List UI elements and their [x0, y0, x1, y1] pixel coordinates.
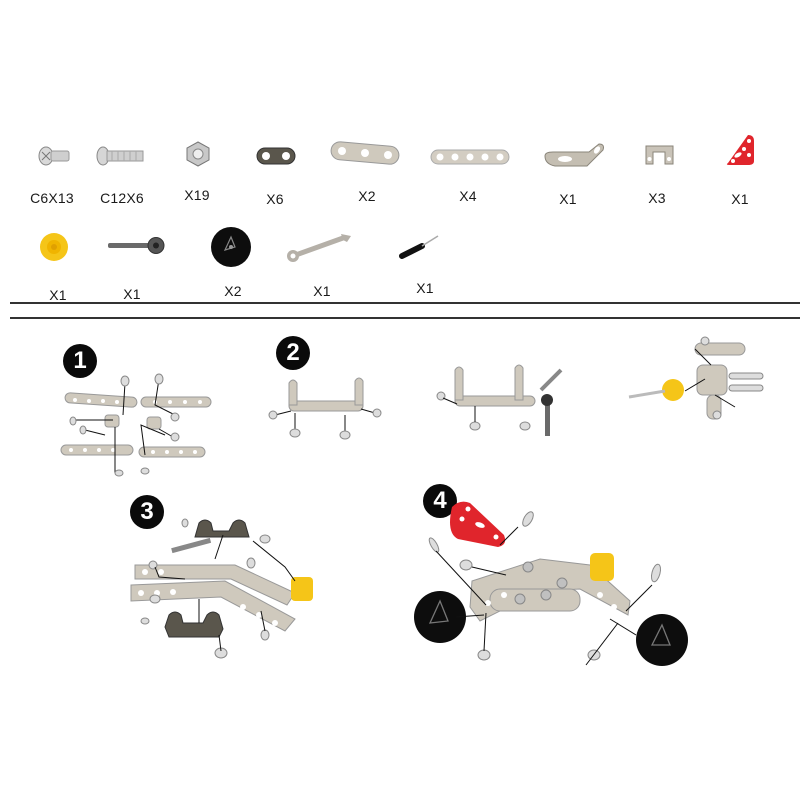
step-1-diagram — [60, 373, 212, 477]
step-1-badge: 1 — [63, 344, 97, 378]
step-3-diagram — [130, 518, 313, 659]
yellow-pulley-icon — [40, 233, 68, 261]
qty-label-angle-bracket: X1 — [559, 191, 577, 207]
divider-lower — [10, 317, 800, 319]
short-screw-icon — [38, 146, 70, 166]
qty-label-yellow-pulley: X1 — [49, 287, 67, 303]
qty-label-two-hole-strip: X6 — [266, 191, 284, 207]
qty-label-u-bracket: X3 — [648, 190, 666, 206]
qty-label-short-screw: C6X13 — [30, 190, 74, 206]
long-screw-icon — [96, 146, 144, 166]
qty-label-red-triangle-plate: X1 — [731, 191, 749, 207]
black-wheel-icon — [211, 227, 251, 267]
screwdriver-icon — [399, 235, 439, 259]
divider-upper — [10, 302, 800, 304]
qty-label-screwdriver: X1 — [416, 280, 434, 296]
qty-label-axle-rod: X1 — [123, 286, 141, 302]
qty-label-wrench: X1 — [313, 283, 331, 299]
qty-label-black-wheel: X2 — [224, 283, 242, 299]
qty-label-hex-nut: X19 — [184, 187, 210, 203]
three-hole-strip-icon — [330, 141, 400, 165]
step-2-diagram-a — [268, 377, 382, 440]
qty-label-five-hole-strip: X4 — [459, 188, 477, 204]
two-hole-strip-icon — [256, 147, 296, 165]
step-2-diagram-c — [628, 336, 764, 420]
five-hole-strip-icon — [430, 149, 510, 165]
step-4-diagram — [414, 501, 688, 666]
axle-rod-icon — [108, 237, 165, 254]
step-3-badge: 3 — [130, 495, 164, 529]
hex-nut-icon — [186, 141, 210, 167]
wrench-icon — [287, 234, 351, 262]
angle-bracket-icon — [544, 143, 604, 167]
qty-label-long-screw: C12X6 — [100, 190, 144, 206]
step-2-diagram-b — [436, 364, 563, 436]
qty-label-three-hole-strip: X2 — [358, 188, 376, 204]
u-bracket-icon — [645, 145, 674, 165]
red-triangle-plate-icon — [726, 135, 754, 165]
step-2-badge: 2 — [276, 336, 310, 370]
